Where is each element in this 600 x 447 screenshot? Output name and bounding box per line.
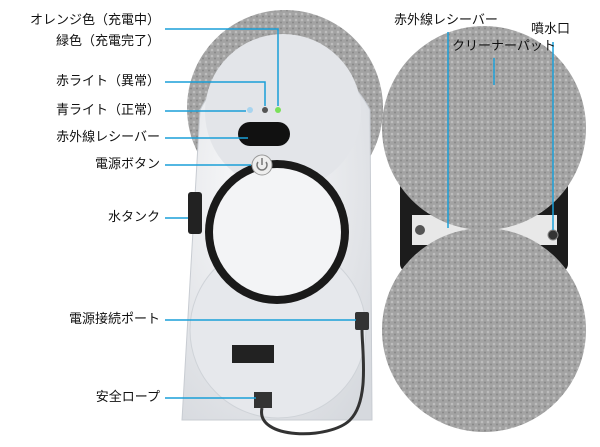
safety-rope xyxy=(260,329,366,436)
cleaner-pad-top xyxy=(382,26,586,230)
blue-led xyxy=(247,107,253,113)
label-cleaner-pad: クリーナーパット xyxy=(452,39,556,54)
rope-anchor xyxy=(254,392,272,408)
label-ir-receiver-back: 赤外線レシーバー xyxy=(394,13,498,28)
label-charged-green: 緑色（充電完了） xyxy=(55,34,160,49)
label-plate xyxy=(232,345,274,363)
leader-lines xyxy=(165,28,554,399)
label-safety-rope: 安全ロープ xyxy=(95,390,160,405)
label-water-nozzle: 噴水口 xyxy=(531,22,571,37)
label-ir-receiver: 赤外線レシーバー xyxy=(56,130,160,145)
label-blue-light: 青ライト（正常） xyxy=(55,103,160,118)
robot-front-view xyxy=(181,10,383,436)
label-power-port: 電源接続ポート xyxy=(68,312,160,327)
robot-back-view xyxy=(382,26,586,432)
green-led xyxy=(275,107,281,113)
label-water-tank: 水タンク xyxy=(107,210,160,225)
red-led xyxy=(262,107,268,113)
power-port xyxy=(355,312,369,330)
ir-receiver-window xyxy=(238,122,290,146)
label-charging-orange: オレンジ色（充電中） xyxy=(29,13,160,28)
water-tank xyxy=(188,192,202,234)
power-icon xyxy=(256,158,268,171)
water-nozzle xyxy=(547,229,559,241)
label-power-button: 電源ボタン xyxy=(94,157,160,172)
label-red-light: 赤ライト（異常） xyxy=(55,74,160,89)
ir-receiver-back xyxy=(415,225,425,235)
cleaner-pad-bottom xyxy=(382,228,586,432)
